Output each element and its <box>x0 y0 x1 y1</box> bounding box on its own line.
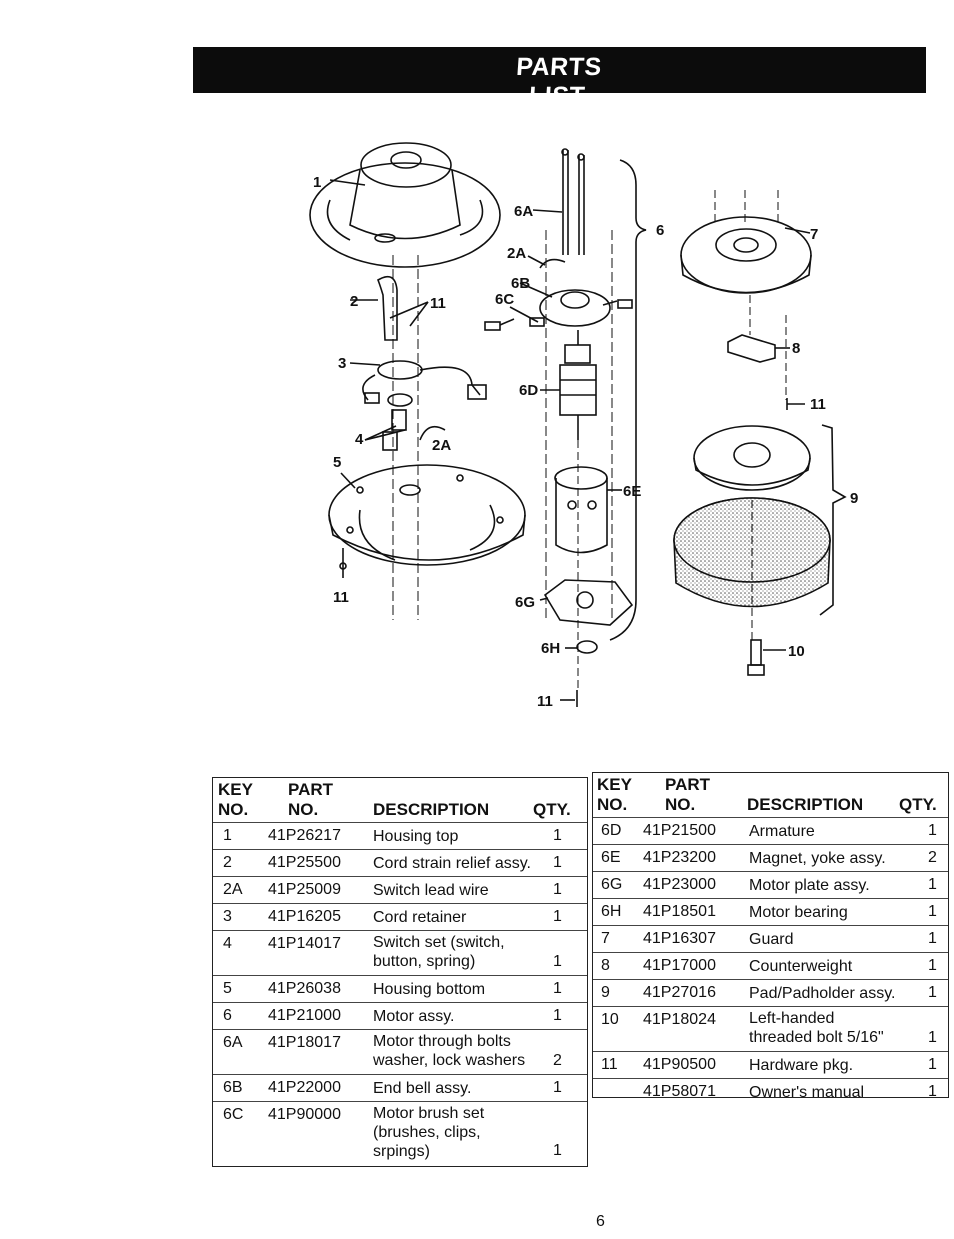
table-row: 9 41P27016 Pad/Padholder assy. 1 <box>593 979 948 1006</box>
header-qty: QTY. <box>899 795 937 814</box>
callout-11-bottom-left: 11 <box>333 589 349 606</box>
table-row: 10 41P18024 Left-handed threaded bolt 5/… <box>593 1006 948 1051</box>
table-row: 3 41P16205 Cord retainer 1 <box>213 903 587 930</box>
counterweight-part <box>727 295 805 410</box>
callout-6h: 6H <box>541 640 560 657</box>
cord-strain-relief-part <box>350 255 429 620</box>
callout-11-motor: 11 <box>537 693 553 710</box>
header-no: NO. <box>597 795 628 814</box>
table-row: 6D 41P21500 Armature 1 <box>593 817 948 844</box>
parts-table-left: KEY NO. PART NO. DESCRIPTION QTY. 1 41P2… <box>212 777 588 1167</box>
table-row: 4 41P14017 Switch set (switch, button, s… <box>213 930 587 975</box>
padholder-part <box>673 424 847 640</box>
motor-assembly-part <box>484 148 647 707</box>
page-number: 6 <box>596 1213 605 1230</box>
callout-2a-upper: 2A <box>507 245 526 262</box>
switch-set-part <box>364 393 446 451</box>
header-key: KEY <box>597 775 632 794</box>
callout-6b: 6B <box>511 275 530 292</box>
table-row: 6 41P21000 Motor assy. 1 <box>213 1002 587 1029</box>
header-part: PART <box>665 775 711 794</box>
table-header: KEY NO. PART NO. DESCRIPTION QTY. <box>593 773 948 817</box>
table-row: 6E 41P23200 Magnet, yoke assy. 2 <box>593 844 948 871</box>
table-row: 41P58071 Owner's manual 1 <box>593 1078 948 1105</box>
header-description: DESCRIPTION <box>373 800 490 819</box>
callout-11-right: 11 <box>810 396 826 413</box>
parts-table-right: KEY NO. PART NO. DESCRIPTION QTY. 6D 41P… <box>592 772 949 1101</box>
table-row: 6B 41P22000 End bell assy. 1 <box>213 1074 587 1101</box>
table-row: 6H 41P18501 Motor bearing 1 <box>593 898 948 925</box>
header-qty: QTY. <box>533 800 571 819</box>
header-part-no: NO. <box>665 795 696 814</box>
callout-5: 5 <box>333 454 341 471</box>
callout-1: 1 <box>313 174 321 191</box>
header-part-no: NO. <box>288 800 319 819</box>
table-row: 6A 41P18017 Motor through bolts washer, … <box>213 1029 587 1074</box>
callout-7: 7 <box>810 226 818 243</box>
cord-retainer-part <box>349 360 487 404</box>
table-row: 1 41P26217 Housing top 1 <box>213 822 587 849</box>
screw-part <box>339 548 347 578</box>
callout-11-housing: 11 <box>430 295 446 312</box>
callout-6e: 6E <box>623 483 641 500</box>
table-row: 6C 41P90000 Motor brush set (brushes, cl… <box>213 1101 587 1168</box>
diagram-callouts: 1 2 11 3 4 2A 5 11 6A 2A 6B 6C 6D 6E 6G … <box>313 174 858 710</box>
housing-top-part <box>309 142 501 268</box>
header-no: NO. <box>218 800 249 819</box>
left-handed-bolt-part <box>747 639 786 676</box>
table-row: 5 41P26038 Housing bottom 1 <box>213 975 587 1002</box>
header-bar: PARTS LIST <box>193 47 926 110</box>
housing-bottom-part <box>328 464 526 566</box>
callout-6d: 6D <box>519 382 538 399</box>
callout-3: 3 <box>338 355 346 372</box>
header-description: DESCRIPTION <box>747 795 864 814</box>
callout-9: 9 <box>850 490 858 507</box>
callout-6: 6 <box>656 222 664 239</box>
header-key: KEY <box>218 780 253 799</box>
table-row: 11 41P90500 Hardware pkg. 1 <box>593 1051 948 1078</box>
callout-6g: 6G <box>515 594 535 611</box>
table-row: 7 41P16307 Guard 1 <box>593 925 948 952</box>
callout-8: 8 <box>792 340 800 357</box>
table-row: 2A 41P25009 Switch lead wire 1 <box>213 876 587 903</box>
callout-6a: 6A <box>514 203 533 220</box>
callout-6c: 6C <box>495 291 514 308</box>
callout-10: 10 <box>788 643 805 660</box>
table-header: KEY NO. PART NO. DESCRIPTION QTY. <box>213 778 587 822</box>
callout-2a-lower: 2A <box>432 437 451 454</box>
header-part: PART <box>288 780 334 799</box>
callout-4: 4 <box>355 431 364 448</box>
table-row: 6G 41P23000 Motor plate assy. 1 <box>593 871 948 898</box>
exploded-parts-diagram: 1 2 11 3 4 2A 5 11 6A 2A 6B 6C 6D 6E 6G … <box>309 142 858 710</box>
table-row: 2 41P25500 Cord strain relief assy. 1 <box>213 849 587 876</box>
guard-part <box>680 190 812 294</box>
callout-2: 2 <box>350 293 358 310</box>
table-row: 8 41P17000 Counterweight 1 <box>593 952 948 979</box>
